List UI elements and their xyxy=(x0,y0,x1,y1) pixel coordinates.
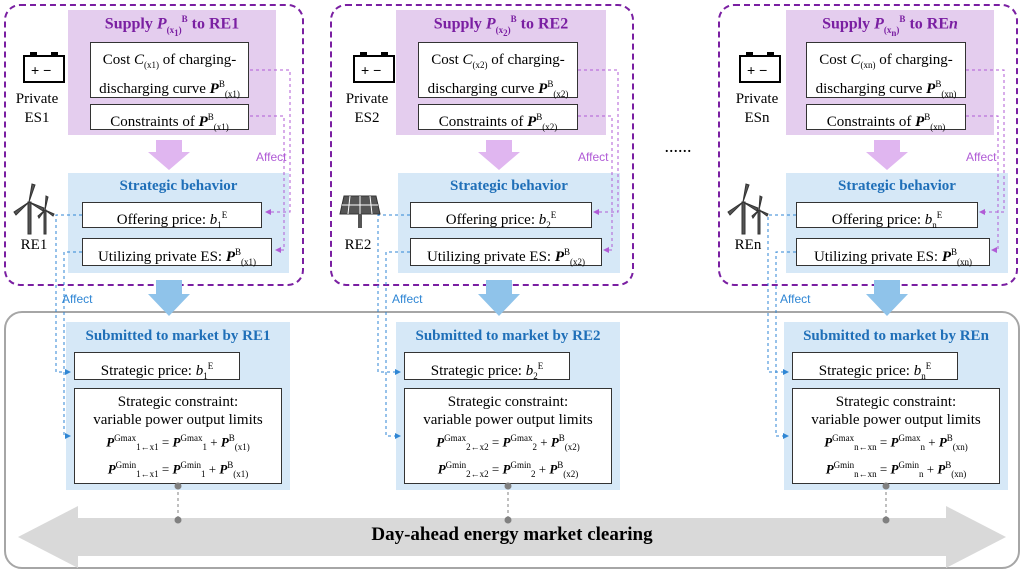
re1-group xyxy=(4,4,304,286)
strategic-constraint-box-re2: Strategic constraint: variable power out… xyxy=(404,388,612,484)
offering-box-ren: Offering price: bnE xyxy=(796,202,978,230)
purple-connector xyxy=(250,69,291,215)
supply-title-re1: Supply P(x1)B to RE1 xyxy=(104,14,240,38)
double-arrow-shape xyxy=(18,506,1006,568)
market-container xyxy=(4,311,1020,569)
re-label-re2: RE2 xyxy=(344,237,372,253)
blue-connector xyxy=(377,214,410,375)
blue-down-arrow xyxy=(148,280,190,316)
blue-connector xyxy=(767,214,796,375)
cost-box-re1: Cost C(x1) of charging-discharging curve… xyxy=(90,42,249,99)
battery-icon: + − xyxy=(739,52,781,83)
submitted-title-ren: Submitted to market by REn xyxy=(803,328,989,344)
battery-icon: + − xyxy=(353,52,395,83)
gmax-equation: PGmax2←x2 = PGmax2 + PB(x2) xyxy=(436,433,580,452)
constraint-line2: variable power output limits xyxy=(423,412,593,428)
solar-panel-icon xyxy=(339,195,381,228)
utilizing-box-re1: Utilizing private ES: PB(x1) xyxy=(82,238,272,267)
blue-connector xyxy=(775,251,796,439)
svg-text:+ −: + − xyxy=(31,62,51,78)
es-name-label: ESn xyxy=(744,110,770,126)
purple-down-arrow xyxy=(478,140,520,170)
constraints-box-re1: Constraints of PB(x1) xyxy=(90,104,249,132)
gmin-equation: PGminn←xn = PGminn + PB(xn) xyxy=(825,459,967,479)
gmax-equation: PGmaxn←xn = PGmaxn + PB(xn) xyxy=(824,433,968,452)
constraint-line1: Strategic constraint: xyxy=(835,394,957,410)
purple-connector xyxy=(966,115,999,253)
purple-connector xyxy=(966,69,1005,215)
strategic-constraint-box-ren: Strategic constraint: variable power out… xyxy=(792,388,1000,484)
strategic-title-re1: Strategic behavior xyxy=(119,178,238,194)
wind-turbine-icon xyxy=(727,183,769,235)
svg-text:+ −: + − xyxy=(361,62,381,78)
gmin-equation: PGmin1←x1 = PGmin1 + PB(x1) xyxy=(107,459,249,479)
constraints-box-ren: Constraints of PB(xn) xyxy=(806,104,966,132)
submitted-title-re2: Submitted to market by RE2 xyxy=(415,328,601,344)
blue-down-arrow xyxy=(478,280,520,316)
cost-box-re2: Cost C(x2) of charging-discharging curve… xyxy=(418,42,578,99)
blue-connector xyxy=(63,251,82,439)
affect-label-blue-re1: Affect xyxy=(62,292,93,306)
re2-group xyxy=(330,4,634,286)
utilizing-box-ren: Utilizing private ES: PB(xn) xyxy=(796,238,990,267)
svg-text:+ −: + − xyxy=(747,62,767,78)
affect-label-purple-ren: Affect xyxy=(966,150,997,164)
affect-label-blue-re2: Affect xyxy=(392,292,423,306)
strategic-price-box-ren: Strategic price: bnE xyxy=(792,352,958,381)
constraint-line2: variable power output limits xyxy=(811,412,981,428)
submitted-title-re1: Submitted to market by RE1 xyxy=(85,328,271,344)
affect-label-blue-ren: Affect xyxy=(780,292,811,306)
constraint-line1: Strategic constraint: xyxy=(117,394,239,410)
re-label-ren: REn xyxy=(734,237,762,253)
strategic-title-ren: Strategic behavior xyxy=(838,178,956,194)
constraint-line1: Strategic constraint: xyxy=(447,394,569,410)
affect-label-purple-re2: Affect xyxy=(578,150,609,164)
es-private-label: Private xyxy=(735,91,779,107)
clearing-label: Day-ahead energy market clearing xyxy=(371,524,653,545)
constraints-box-re2: Constraints of PB(x2) xyxy=(418,104,578,132)
blue-connector xyxy=(55,214,82,375)
blue-down-arrow xyxy=(866,280,908,316)
purple-connector xyxy=(250,115,285,253)
re-label-re1: RE1 xyxy=(20,237,48,253)
purple-down-arrow xyxy=(866,140,908,170)
strategic-price-box-re1: Strategic price: b1E xyxy=(74,352,240,381)
es-private-label: Private xyxy=(345,91,389,107)
ren-group xyxy=(718,4,1018,286)
utilizing-box-re2: Utilizing private ES: PB(x2) xyxy=(410,238,602,267)
strategic-title-re2: Strategic behavior xyxy=(450,178,568,194)
supply-title-re2: Supply P(x2)B to RE2 xyxy=(433,14,569,38)
battery-icon: + − xyxy=(23,52,65,83)
purple-connector xyxy=(578,115,613,253)
gmin-equation: PGmin2←x2 = PGmin2 + PB(x2) xyxy=(437,459,579,479)
gmax-equation: PGmax1←x1 = PGmax1 + PB(x1) xyxy=(106,433,250,452)
purple-down-arrow xyxy=(148,140,190,170)
wind-turbine-icon xyxy=(13,183,55,235)
offering-box-re2: Offering price: b2E xyxy=(410,202,592,230)
strategic-price-box-re2: Strategic price: b2E xyxy=(404,352,570,381)
blue-connector xyxy=(385,251,410,439)
es-name-label: ES2 xyxy=(354,110,380,126)
es-private-label: Private xyxy=(15,91,59,107)
purple-connector xyxy=(578,69,619,215)
supply-title-ren: Supply P(xn)B to REn xyxy=(822,14,958,38)
ellipsis: ...... xyxy=(664,136,692,156)
affect-label-purple-re1: Affect xyxy=(256,150,287,164)
offering-box-re1: Offering price: b1E xyxy=(82,202,262,230)
constraint-line2: variable power output limits xyxy=(93,412,263,428)
es-name-label: ES1 xyxy=(24,110,50,126)
cost-box-ren: Cost C(xn) of charging-discharging curve… xyxy=(806,42,966,99)
